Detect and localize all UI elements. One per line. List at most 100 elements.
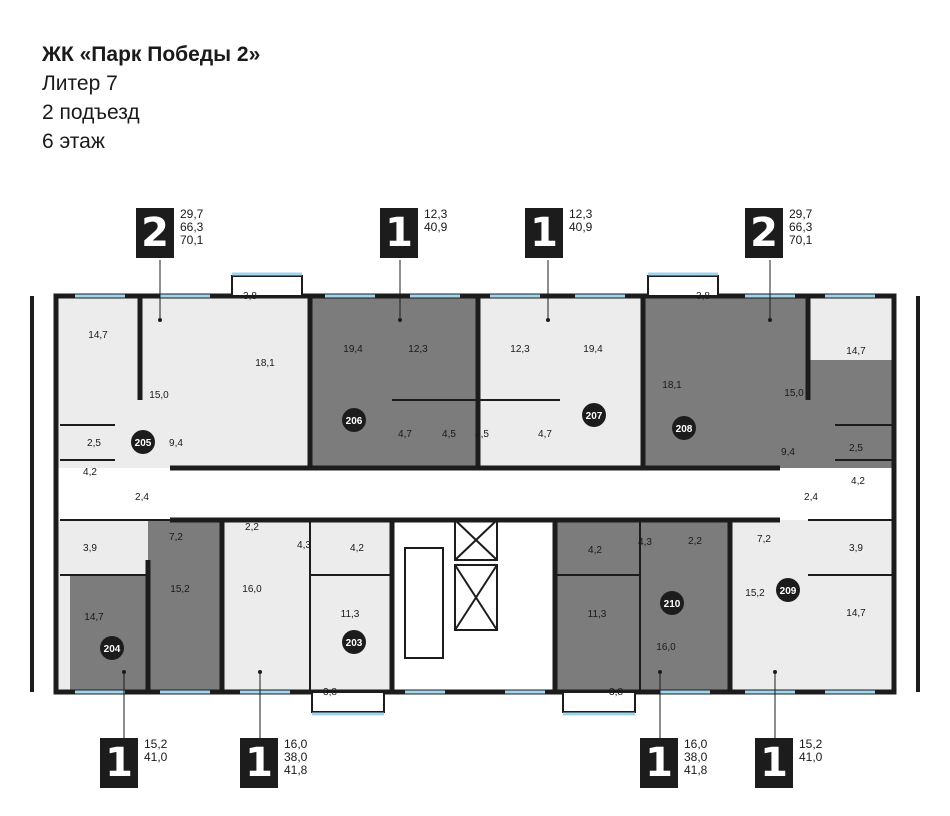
room-count: 1	[525, 208, 563, 258]
room-count: 1	[100, 738, 138, 788]
area-value: 41,0	[799, 750, 823, 764]
area-value: 41,8	[684, 763, 708, 777]
room-area: 15,0	[784, 388, 804, 399]
room-area: 4,2	[83, 467, 97, 478]
apartment-marker	[100, 636, 124, 660]
room-count: 2	[136, 208, 174, 258]
room-count: 1	[380, 208, 418, 258]
room-area: 11,3	[588, 609, 607, 620]
room-area: 4,5	[442, 429, 456, 440]
apartment-marker	[342, 630, 366, 654]
apartment-number: 208	[676, 424, 693, 435]
room-area: 15,2	[170, 584, 190, 595]
room-area: 3,9	[83, 543, 97, 554]
apartment-markers: 203 204 205 206 207 208 209 210	[100, 403, 800, 660]
room-area: 11,3	[341, 609, 360, 620]
room-area: 3,9	[849, 543, 863, 554]
room-area: 4,7	[398, 429, 412, 440]
room-area: 4,2	[851, 476, 865, 487]
area-value: 29,7	[789, 207, 813, 221]
area-list: 16,0 38,0 41,8	[284, 738, 307, 777]
room-area: 4,3	[297, 540, 311, 551]
apartment-number: 205	[135, 438, 152, 449]
area-value: 15,2	[144, 737, 168, 751]
room-count: 1	[755, 738, 793, 788]
room-area: 7,2	[169, 532, 183, 543]
area-value: 16,0	[684, 737, 708, 751]
room-area: 4,2	[350, 543, 364, 554]
area-value: 70,1	[789, 233, 813, 247]
room-area: 12,3	[408, 344, 428, 355]
area-value: 40,9	[424, 220, 448, 234]
room-area: 14,7	[846, 346, 866, 357]
room-count: 1	[640, 738, 678, 788]
area-value: 70,1	[180, 233, 204, 247]
area-list: 15,2 41,0	[799, 738, 822, 764]
room-area: 2,2	[688, 536, 702, 547]
area-value: 15,2	[799, 737, 823, 751]
area-list: 16,0 38,0 41,8	[684, 738, 707, 777]
area-value: 12,3	[569, 207, 593, 221]
room-area: 16,0	[242, 584, 262, 595]
room-area: 2,5	[849, 443, 863, 454]
building-label: Литер 7	[42, 72, 118, 95]
room-area: 2,5	[87, 438, 101, 449]
apartment-marker	[660, 591, 684, 615]
complex-title: ЖК «Парк Победы 2»	[42, 43, 261, 66]
apartment-number: 207	[586, 411, 603, 422]
unit-type-badge: 2 29,7 66,3 70,1	[745, 208, 812, 258]
apartment-number: 209	[780, 586, 797, 597]
room-area: 4,3	[638, 537, 652, 548]
room-area: 4,7	[538, 429, 552, 440]
entrance-label: 2 подъезд	[42, 101, 140, 124]
room-area: 7,2	[757, 534, 771, 545]
apartment-marker	[672, 416, 696, 440]
unit-type-badge: 1 15,2 41,0	[755, 738, 822, 788]
area-value: 66,3	[180, 220, 204, 234]
room-area: 2,2	[245, 522, 259, 533]
apartment-number: 206	[346, 416, 363, 427]
room-area: 3,8	[696, 291, 710, 302]
unit-type-badge: 1 12,3 40,9	[380, 208, 447, 258]
area-list: 12,3 40,9	[424, 208, 447, 234]
area-list: 15,2 41,0	[144, 738, 167, 764]
room-area: 15,2	[745, 588, 765, 599]
header: ЖК «Парк Победы 2» Литер 7 2 подъезд 6 э…	[42, 40, 260, 156]
room-area: 16,0	[656, 642, 676, 653]
room-area: 14,7	[84, 612, 104, 623]
room-area: 2,4	[804, 492, 818, 503]
apartment-marker	[776, 578, 800, 602]
apartment-number: 203	[346, 638, 363, 649]
apartment-number: 204	[104, 644, 121, 655]
apartment-marker	[342, 408, 366, 432]
area-value: 16,0	[284, 737, 308, 751]
area-value: 40,9	[569, 220, 593, 234]
dark-units	[70, 298, 892, 690]
area-value: 38,0	[684, 750, 708, 764]
unit-type-badge: 1 15,2 41,0	[100, 738, 167, 788]
area-value: 66,3	[789, 220, 813, 234]
area-value: 41,0	[144, 750, 168, 764]
room-area: 12,3	[510, 344, 530, 355]
room-area: 15,0	[149, 390, 169, 401]
unit-type-badge: 2 29,7 66,3 70,1	[136, 208, 203, 258]
room-area: 4,2	[588, 545, 602, 556]
room-count: 2	[745, 208, 783, 258]
area-list: 29,7 66,3 70,1	[789, 208, 812, 247]
area-value: 38,0	[284, 750, 308, 764]
room-area: 14,7	[88, 330, 108, 341]
unit-type-badge: 1 16,0 38,0 41,8	[240, 738, 307, 788]
room-area: 18,1	[255, 358, 275, 369]
room-area: 3,8	[243, 291, 257, 302]
area-value: 41,8	[284, 763, 308, 777]
area-value: 29,7	[180, 207, 204, 221]
area-list: 12,3 40,9	[569, 208, 592, 234]
apartment-marker	[582, 403, 606, 427]
apartment-number: 210	[664, 599, 681, 610]
room-area: 18,1	[662, 380, 682, 391]
area-value: 12,3	[424, 207, 448, 221]
room-count: 1	[240, 738, 278, 788]
floor-label: 6 этаж	[42, 130, 105, 153]
apartment-marker	[131, 430, 155, 454]
